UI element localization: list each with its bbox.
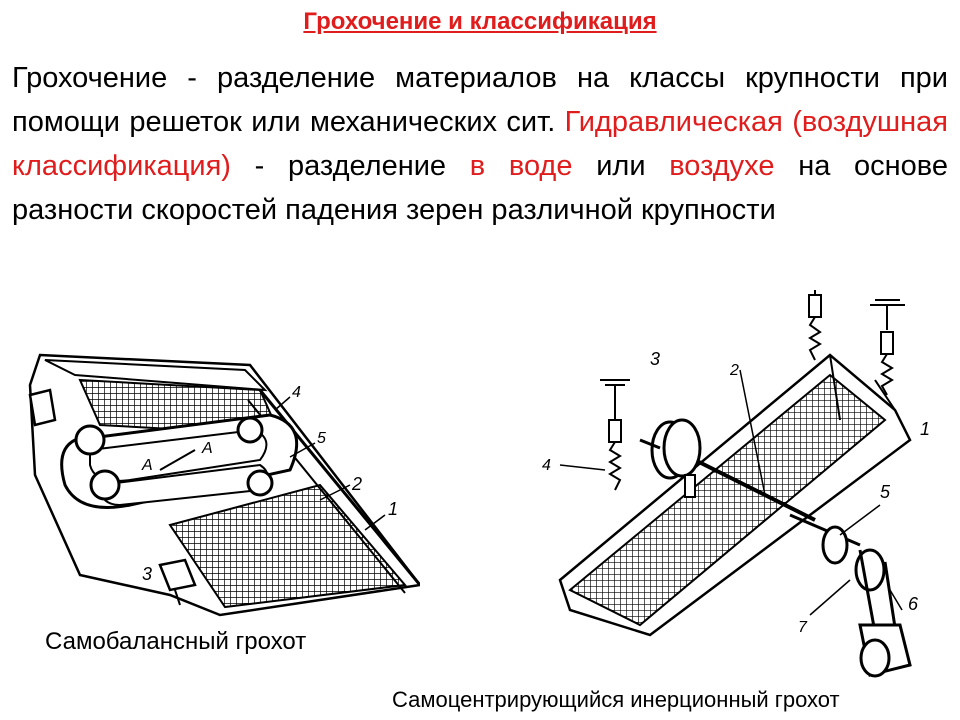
classification-term: Гидравлическая (воздушная классификация) (12, 106, 949, 182)
right-figure-caption: Самоцентрирующийся инерционный грохот (392, 687, 840, 712)
fig2-label-3: 3 (650, 349, 660, 369)
fig1-label-3: 3 (142, 564, 152, 584)
left-figure-caption: Самобалансный грохот (45, 628, 307, 655)
air-term: воздухе (669, 150, 775, 182)
fig1-label-4: 4 (292, 384, 301, 401)
fig2-label-6: 6 (908, 594, 919, 614)
page-title: Грохочение и классификация (0, 8, 960, 36)
fig1-label-5: 5 (317, 430, 326, 447)
self-balancing-screen-figure: 4 5 2 1 3 A A (28, 353, 420, 617)
fig1-label-A1: A (141, 457, 153, 474)
fig2-label-4: 4 (542, 457, 551, 474)
definition-part: или (572, 150, 670, 182)
water-term: в воде (469, 150, 573, 182)
definition-part: на основе разности скоростей падения зер… (12, 150, 949, 226)
title-text: Грохочение и классификация (303, 8, 657, 35)
fig1-label-1: 1 (388, 499, 398, 519)
fig1-label-A2: A (201, 440, 213, 457)
fig2-label-2: 2 (729, 362, 739, 379)
inertial-screen-figure: 3 2 1 4 5 6 7 (542, 290, 930, 678)
fig1-label-2: 2 (351, 474, 362, 494)
definition-part: - разделение (230, 150, 470, 182)
definition-paragraph: Грохочение - разделение материалов на кл… (12, 56, 948, 232)
fig2-label-1: 1 (920, 419, 930, 439)
screening-definition: Грохочение - разделение материалов на кл… (12, 62, 948, 138)
fig2-label-5: 5 (880, 482, 891, 502)
fig2-label-7: 7 (798, 619, 808, 636)
